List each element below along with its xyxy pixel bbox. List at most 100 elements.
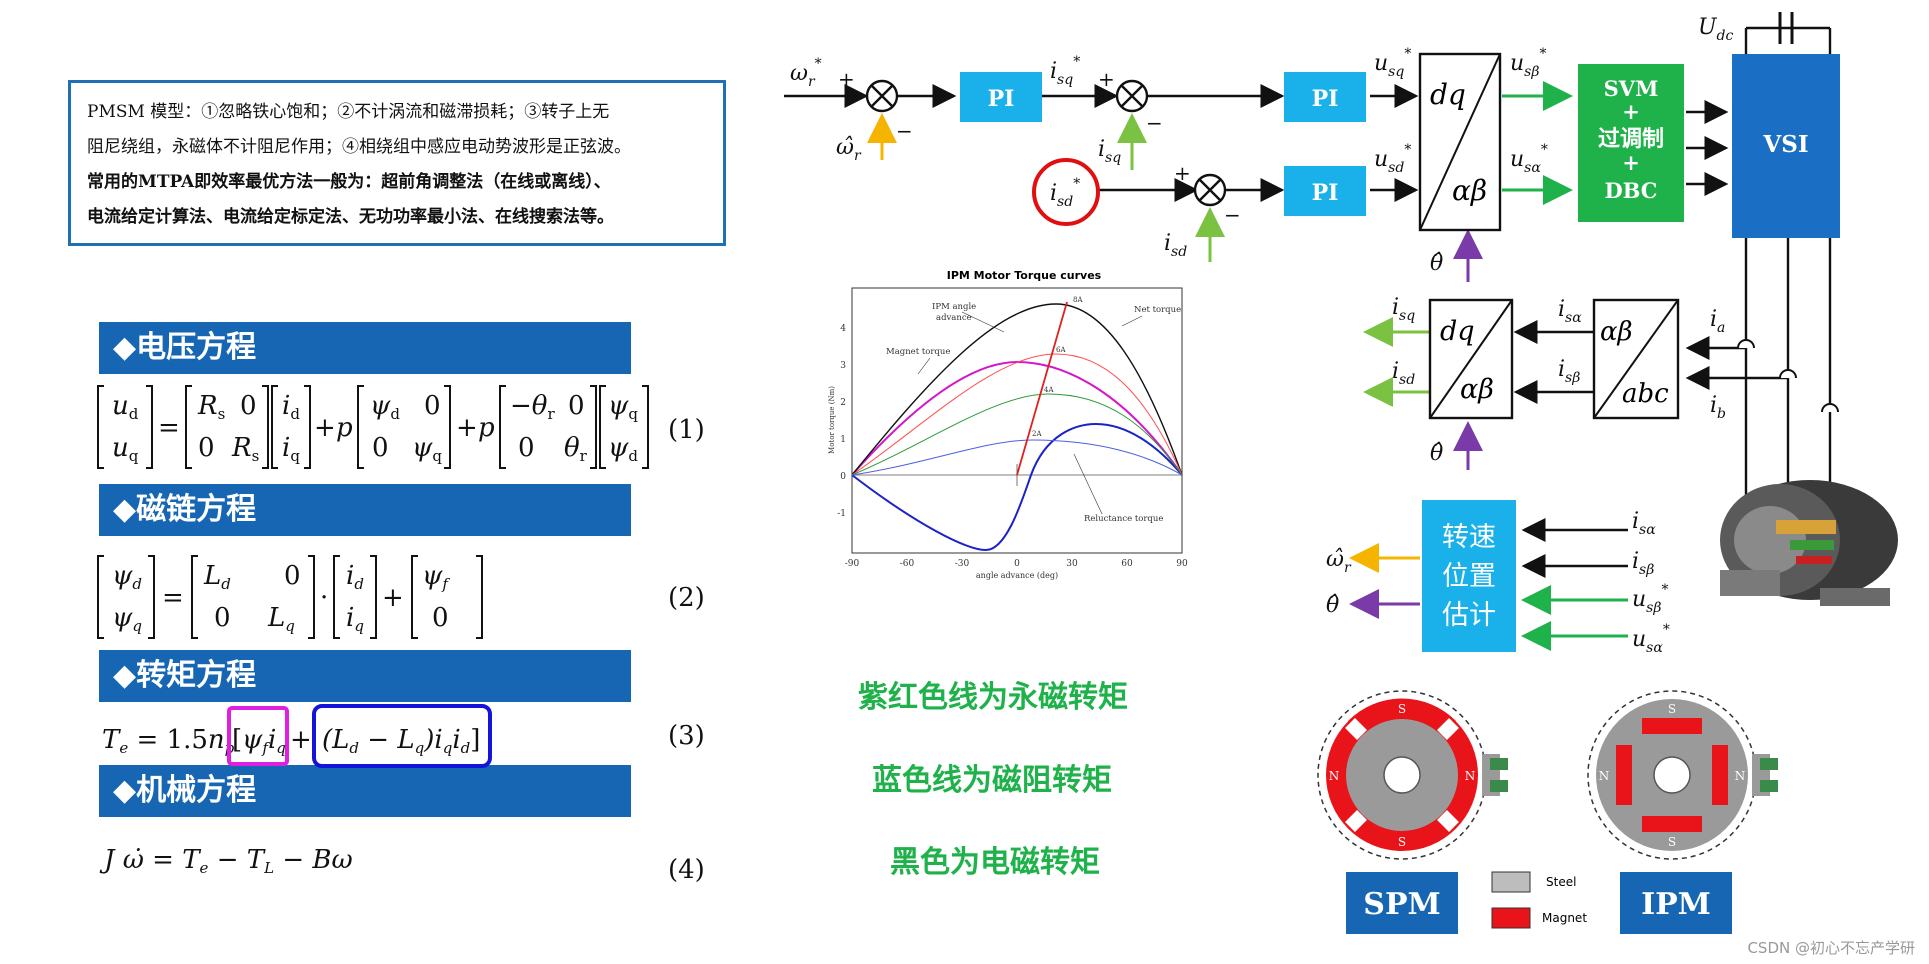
svg-text:(Ld − Lq)iqid]: (Ld − Lq)iqid] [322, 725, 480, 757]
svm-overmod-dbc-block [1578, 64, 1684, 222]
svg-text:Rs: Rs [197, 391, 225, 423]
note-line-3: 常用的MTPA即效率最优方法一般为：超前角调整法（在线或离线）、 [87, 172, 611, 192]
y-axis-label: Motor torque (Nm) [828, 386, 836, 454]
ipm-label-box [1620, 872, 1732, 934]
svg-text:θr: θr [564, 433, 588, 465]
svg-text:isq: isq [1392, 295, 1415, 324]
x-tick: -30 [955, 559, 970, 569]
park-dq: dq [1440, 316, 1475, 347]
torque-equation: Te = 1.5np [ ψfiq + (Ld − Lq)iqid] [102, 704, 492, 768]
svg-text:0: 0 [432, 603, 449, 633]
svg-text:iq: iq [346, 603, 364, 635]
svg-text:Lq: Lq [267, 603, 295, 635]
svg-text:θ̂: θ̂ [1430, 441, 1443, 466]
4a-curve [851, 393, 1183, 476]
ipm-n-right: N [1735, 769, 1746, 783]
svg-text:0: 0 [424, 391, 441, 421]
magenta-note: 紫红色线为永磁转矩 [858, 680, 1128, 715]
svg-text:θ̂: θ̂ [1326, 593, 1339, 618]
svg-text:ω̂r: ω̂r [836, 135, 862, 164]
x-tick: 0 [1014, 559, 1020, 569]
svg-text:+: + [290, 725, 312, 755]
ipm-label: IPM [1641, 887, 1711, 922]
mechanical-equation: J ω̇ = Te − TL − Bω [99, 845, 353, 877]
note-line-2: 阻尼绕组，永磁体不计阻尼作用；④相绕组中感应电动势波形是正弦波。 [87, 137, 631, 157]
inverse-park-dq: dq [1430, 78, 1466, 111]
2a-label: 2A [1032, 430, 1042, 438]
steel-legend-swatch [1491, 871, 1531, 893]
svg-text:isq: isq [1098, 137, 1121, 166]
speed-position-estimator-block [1422, 500, 1516, 652]
chart-title: IPM Motor Torque curves [947, 269, 1102, 282]
svm-plus-2: + [1622, 150, 1640, 175]
2a-curve [851, 439, 1183, 476]
sum3-minus: − [1224, 203, 1241, 227]
6a-label: 6A [1056, 346, 1066, 354]
svg-text:+: + [382, 583, 404, 613]
4a-label: 4A [1044, 386, 1054, 394]
svg-text:isα: isα [1632, 509, 1656, 538]
reluctance-torque-curve [851, 422, 1183, 552]
equation-number-3: (3) [668, 721, 705, 751]
flux-equation-header: ◆磁链方程 [99, 484, 631, 536]
svg-text:0: 0 [240, 391, 257, 421]
spm-label: SPM [1363, 887, 1440, 922]
voltage-equation-header: ◆电压方程 [99, 322, 631, 374]
ipm-angle-label-2: advance [936, 313, 972, 323]
svg-text:isd: isd [1392, 359, 1415, 388]
8a-label: 8A [1073, 296, 1083, 304]
svg-text:isd*: isd* [1050, 176, 1080, 210]
ipm-rotor: S S N N [1587, 690, 1778, 860]
d-current-pi-block [1284, 166, 1366, 216]
svg-text:0: 0 [568, 391, 585, 421]
vsi-block [1732, 54, 1840, 238]
sum2-plus: + [1098, 67, 1115, 91]
svg-text:0: 0 [214, 603, 231, 633]
magnet-torque-label: Magnet torque [886, 347, 950, 357]
svg-text:ψd: ψd [608, 433, 638, 465]
sum1-plus: + [838, 67, 855, 91]
spm-rotor: S S N N [1317, 690, 1508, 860]
svg-text:ψq: ψq [112, 603, 142, 635]
overmodulation-label: 过调制 [1598, 127, 1664, 152]
d-pi-label: PI [1312, 180, 1339, 206]
ipm-s-top: S [1668, 702, 1676, 716]
svg-text:ωr*: ωr* [790, 56, 822, 90]
svg-text:isα: isα [1558, 297, 1582, 326]
svg-text:Te = 1.5np: Te = 1.5np [102, 725, 235, 757]
svg-text:p: p [478, 413, 495, 443]
flux-equation: ψd ψq = Ld 0 0 Lq · id iq + ψf 0 [97, 555, 483, 639]
svg-text:ib: ib [1710, 393, 1726, 422]
svg-text:isβ: isβ [1632, 549, 1654, 578]
y-tick: 0 [840, 472, 846, 482]
speed-pi-block [960, 72, 1042, 122]
svg-text:ia: ia [1710, 307, 1725, 336]
y-tick: 2 [840, 398, 846, 408]
mechanical-equation-header: ◆机械方程 [99, 765, 631, 817]
svg-text:θ̂: θ̂ [1430, 251, 1443, 276]
y-tick: 3 [840, 361, 846, 371]
spm-s-top: S [1398, 702, 1406, 716]
svg-text:ψd: ψd [112, 561, 142, 593]
speed-pi-label: PI [988, 86, 1015, 112]
svg-text:isd: isd [1164, 231, 1187, 260]
svg-text:uq: uq [112, 433, 139, 465]
equation-number-4: (4) [668, 855, 705, 885]
estimator-line-2: 位置 [1442, 561, 1496, 592]
equations-figure: ud uq = Rs 0 0 Rs id iq + p ψd 0 0 ψq + … [97, 385, 705, 885]
magnet-legend-swatch [1491, 907, 1531, 929]
steel-legend-label: Steel [1546, 875, 1576, 889]
y-tick: 1 [840, 435, 846, 445]
isd-reference-highlight [1032, 158, 1100, 226]
note-line-4: 电流给定计算法、电流给定标定法、无功功率最小法、在线搜索法等。 [87, 207, 614, 227]
svm-plus-1: + [1622, 99, 1640, 124]
sum2-minus: − [1146, 111, 1163, 135]
clarke-abc: abc [1622, 379, 1669, 409]
svg-text:usα*: usα* [1510, 142, 1548, 176]
sum1-minus: − [896, 119, 913, 143]
net-torque-label: Net torque [1134, 305, 1181, 315]
net-torque-curve [851, 303, 1183, 476]
ipm-angle-advance-line [1016, 301, 1068, 476]
svg-text:+: + [314, 413, 336, 443]
estimator-line-3: 估计 [1442, 600, 1496, 631]
